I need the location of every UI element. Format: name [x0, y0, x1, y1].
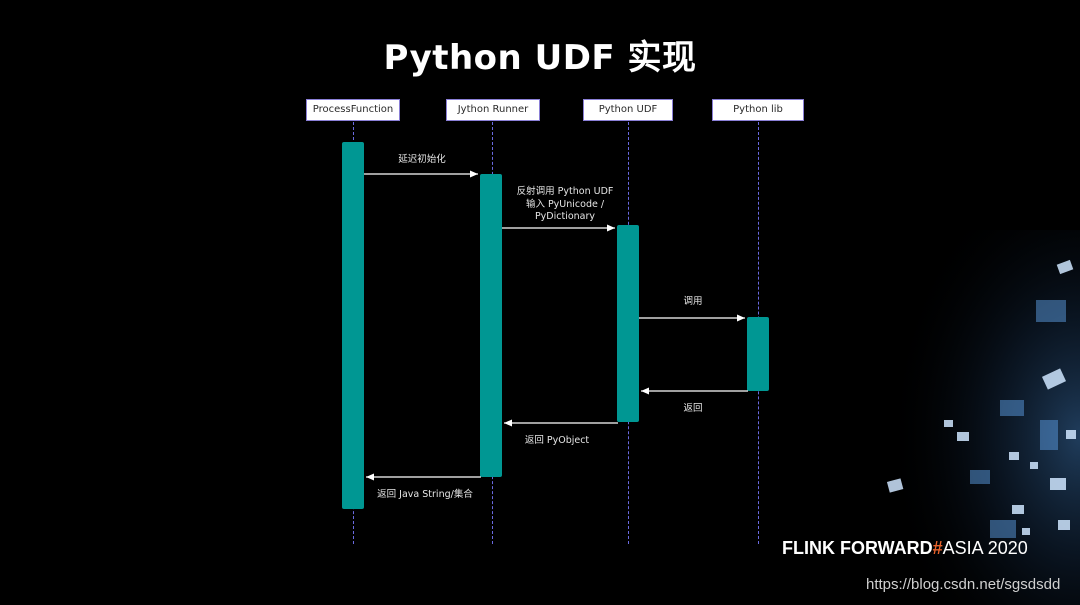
activation-processfunction [342, 142, 364, 509]
participant-python-lib: Python lib [712, 99, 804, 121]
message-label-lazy-init: 延迟初始化 [398, 154, 446, 165]
activation-python-udf [617, 225, 639, 422]
watermark-url: https://blog.csdn.net/sgsdsdd [866, 576, 1061, 593]
slide-title: Python UDF 实现 [383, 38, 697, 78]
participant-python-udf: Python UDF [583, 99, 673, 121]
message-label-return-java-string: 返回 Java String/集合 [377, 489, 473, 500]
participant-processfunction: ProcessFunction [306, 99, 400, 121]
activation-python-lib [747, 317, 769, 391]
message-label-return-pyobject: 返回 PyObject [524, 435, 590, 446]
message-label-line-3: PyDictionary [534, 211, 596, 222]
brand-hash: # [932, 538, 943, 558]
brand-text-part2: ASIA 2020 [942, 538, 1028, 558]
activation-jython-runner [480, 174, 502, 477]
message-label-line-2: 输入 PyUnicode / [525, 198, 605, 210]
brand-text-part1: FLINK FORWARD [782, 538, 933, 558]
message-label-call: 调用 [683, 296, 703, 307]
message-label-reflect-call: 反射调用 Python UDF 输入 PyUnicode / PyDiction… [500, 186, 630, 224]
message-label-line-1: 反射调用 Python UDF [516, 186, 614, 197]
message-label-return: 返回 [683, 403, 703, 414]
participant-jython-runner: Jython Runner [446, 99, 540, 121]
brand-logo: FLINK FORWARD#ASIA 2020 [782, 538, 1028, 559]
